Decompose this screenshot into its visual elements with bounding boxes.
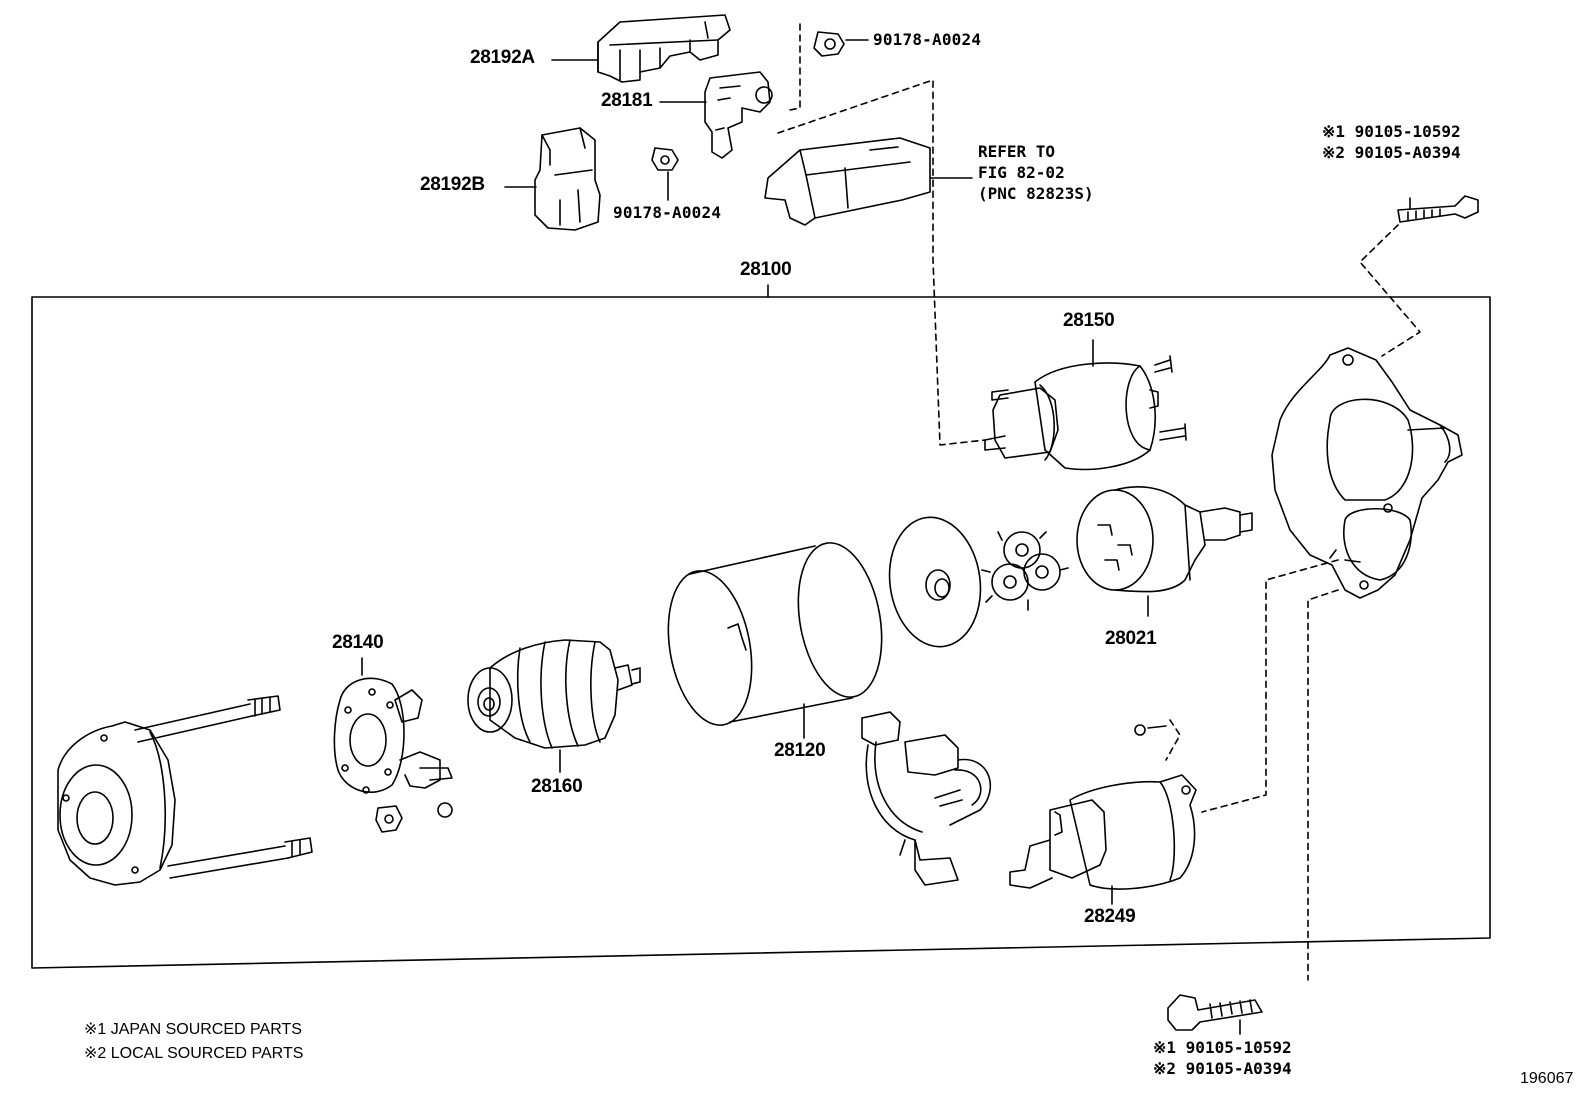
- bolt-bottom-line-2: ※2 90105-A0394: [1153, 1059, 1292, 1078]
- disc-drawing: [881, 511, 988, 652]
- label-28150: 28150: [1063, 310, 1115, 331]
- refer-housing-drawing: [760, 0, 972, 225]
- terminal-28181-drawing: [660, 72, 772, 158]
- harness-drawing: [862, 712, 990, 885]
- bolt-bottom-label: ※1 90105-10592 ※2 90105-A0394: [1153, 1037, 1292, 1079]
- refer-line-1: REFER TO: [978, 142, 1056, 161]
- label-28192a: 28192A: [470, 47, 535, 68]
- bolt-bottom-line-1: ※1 90105-10592: [1153, 1038, 1292, 1057]
- figure-id: 196067: [1520, 1070, 1574, 1087]
- note-local-sourced: ※2 LOCAL SOURCED PARTS: [84, 1045, 304, 1062]
- dash-link-3: [1308, 590, 1338, 980]
- label-28181: 28181: [601, 90, 653, 111]
- bolt-top-line-2: ※2 90105-A0394: [1322, 143, 1461, 162]
- clutch-28021-drawing: [1077, 487, 1252, 616]
- label-28160: 28160: [531, 776, 583, 797]
- label-nut-top: 90178-A0024: [873, 30, 982, 49]
- brush-holder-28140-drawing: [334, 658, 452, 832]
- label-28120: 28120: [774, 740, 826, 761]
- yoke-28120-drawing: [657, 536, 893, 738]
- nut-top-drawing: [790, 24, 868, 110]
- gears-drawing: [982, 532, 1068, 610]
- end-frame-drawing: [58, 696, 312, 885]
- drive-housing-drawing: [1272, 348, 1462, 598]
- nut-mid-drawing: [652, 148, 678, 200]
- solenoid-28249-drawing: [1010, 720, 1196, 904]
- note-japan-sourced: ※1 JAPAN SOURCED PARTS: [84, 1021, 302, 1038]
- label-28192b: 28192B: [420, 174, 485, 195]
- label-28021: 28021: [1105, 628, 1157, 649]
- connector-cover-a-drawing: [552, 15, 730, 82]
- refer-line-2: FIG 82-02: [978, 163, 1065, 182]
- dash-link-1: [778, 80, 985, 445]
- assembly-frame: [32, 297, 1490, 968]
- label-28100: 28100: [740, 259, 792, 280]
- label-nut-mid: 90178-A0024: [613, 203, 722, 222]
- armature-28160-drawing: [468, 640, 640, 772]
- refer-note: REFER TO FIG 82-02 (PNC 82823S): [978, 141, 1094, 204]
- bolt-top-line-1: ※1 90105-10592: [1322, 122, 1461, 141]
- refer-line-3: (PNC 82823S): [978, 184, 1094, 203]
- label-28140: 28140: [332, 632, 384, 653]
- dash-link-2: [1202, 560, 1338, 812]
- bolt-top-label: ※1 90105-10592 ※2 90105-A0394: [1322, 121, 1461, 163]
- solenoid-28150-drawing: [985, 340, 1186, 469]
- bolt-top-drawing: [1360, 196, 1478, 356]
- connector-cover-b-drawing: [505, 128, 600, 230]
- bolt-bottom-drawing: [1168, 995, 1262, 1034]
- label-28249: 28249: [1084, 906, 1136, 927]
